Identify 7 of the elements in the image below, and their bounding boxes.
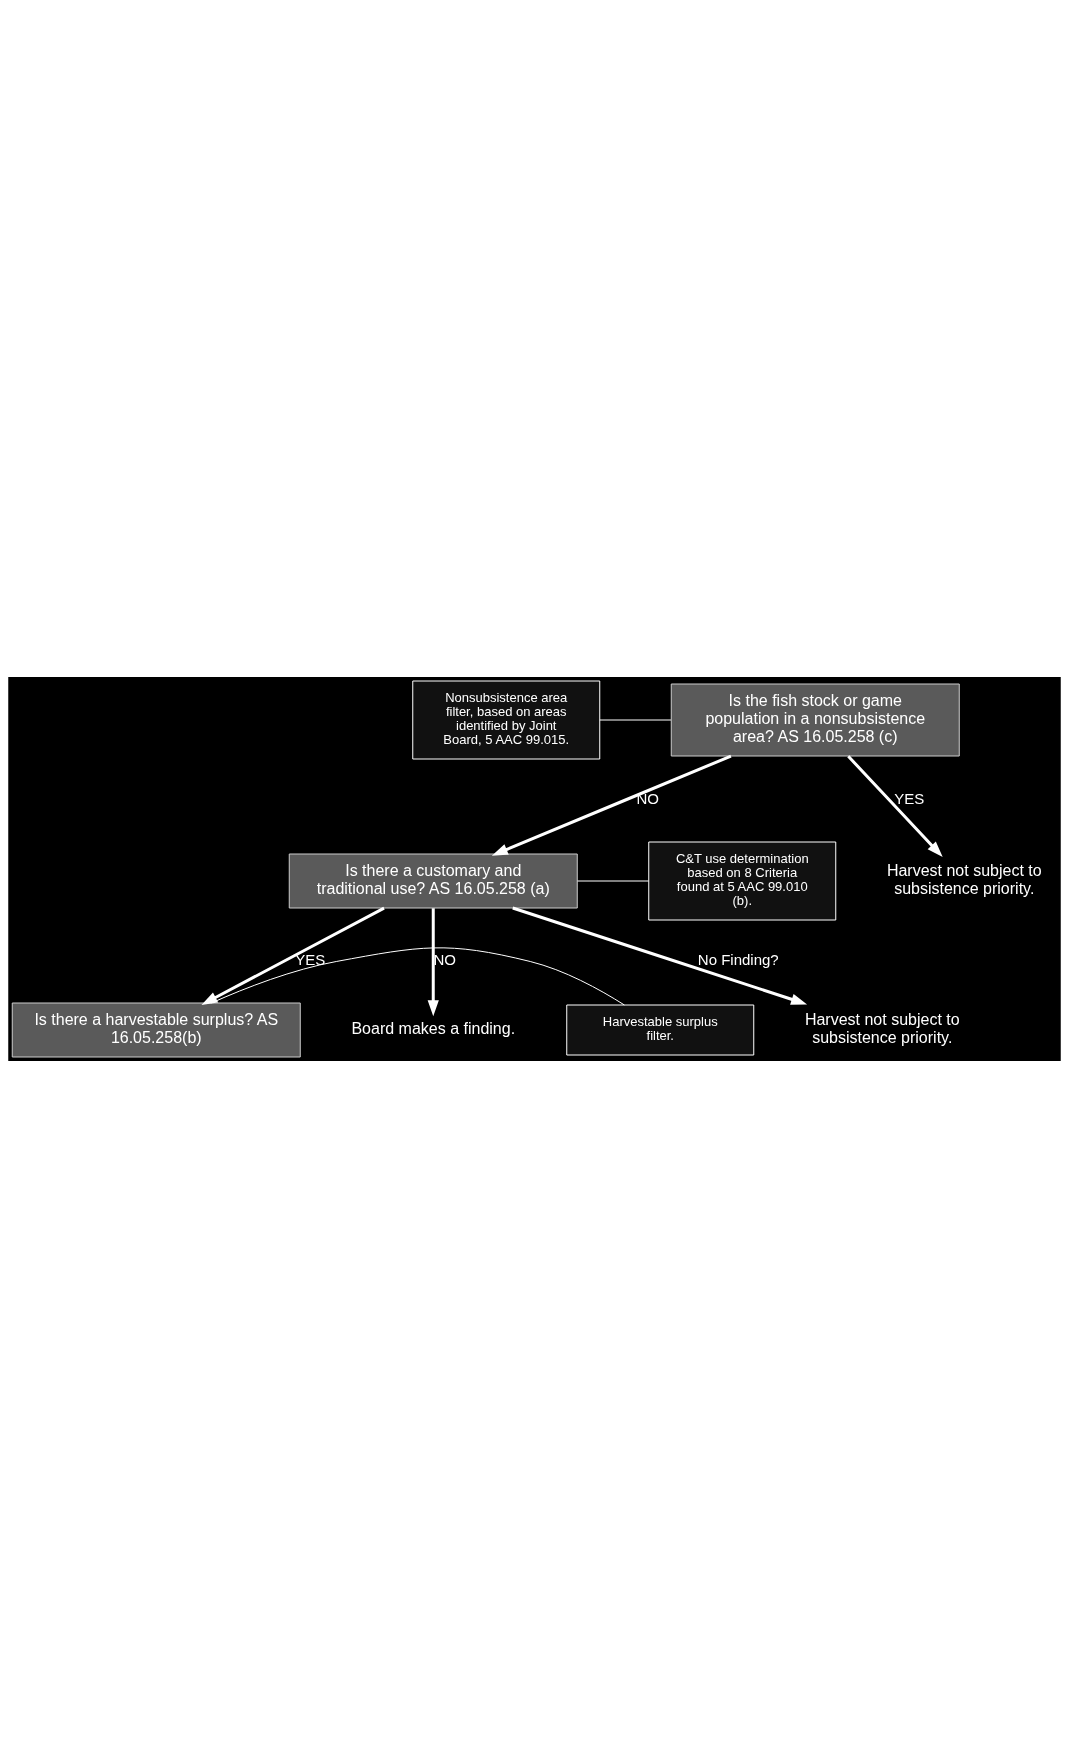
edge-label: YES: [295, 950, 326, 968]
edge-label: YES: [894, 789, 925, 807]
edge-label: No Finding?: [697, 950, 779, 968]
node-text: Harvest not subject to subsistence priority.: [886, 861, 1042, 897]
node-text: Board makes a finding.: [351, 1019, 516, 1037]
edge-label: NO: [636, 789, 659, 807]
node-text: Harvest not subject to subsistence priority.: [804, 1010, 960, 1046]
